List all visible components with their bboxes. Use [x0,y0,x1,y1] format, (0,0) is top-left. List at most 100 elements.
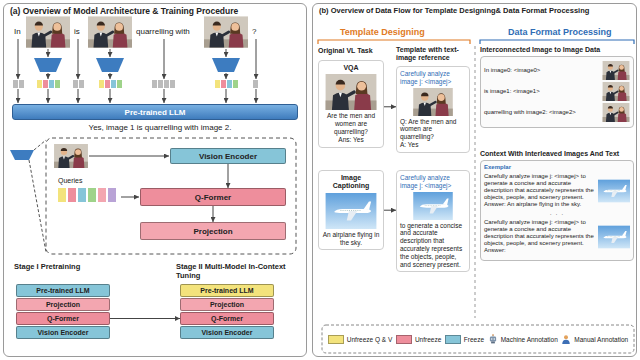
text-image-row: In image0: <image0> [484,61,630,80]
stage-layer: Q-Former [180,312,274,325]
template-card: Carefully analyze image j: <imagej> to ge… [396,170,470,272]
label: is [74,27,80,36]
panel: (b) Overview of Data Flow for Template D… [312,3,637,357]
task-card: Image CaptioningAn airplane flying in th… [318,170,384,250]
model-block: Projection [140,222,286,240]
photo [26,16,70,47]
legend-text: Freeze [464,336,484,343]
image-thumbnail [488,334,498,344]
node-text: Vision Encoder [199,152,257,161]
image-thumbnail [490,334,496,343]
image-thumbnail [603,61,630,80]
legend-text: Machine Annotation [501,336,558,343]
node-text: is image1: <image1> [484,88,599,95]
node-text: Projection [46,300,80,309]
legend-item: Unfreeze [396,335,441,344]
image-thumbnail [326,74,377,110]
node-text: Q-Former [195,193,231,202]
label: Original VL Task [318,47,388,55]
image-thumbnail [563,335,571,344]
node-text: Carefully analyze image j: <imagej> [400,174,466,190]
photo [204,16,248,47]
text-image-row: is image1: <image1> [484,82,630,101]
node-text: Q-Former [211,314,243,323]
node-text: Projection [193,227,232,236]
image-thumbnail [598,179,630,202]
connector-arrow [213,206,214,222]
node-text: Vision Encoder [202,328,253,337]
node-text: quarrelling with image2: <image2> [484,109,599,116]
stage-layer: Projection [180,298,274,311]
legend-item: Manual Annotation [561,334,628,344]
node-text: Context With Interleaved Images And Text [480,150,634,158]
text-image-row: Carefully analyze image j: <imagej> to g… [484,173,630,209]
stage-layer: Pre-trained LLM [16,284,110,297]
label: Stage II Multi-Model In-Context Tuning [176,263,298,280]
zoom-detail [29,138,296,254]
legend-text: Unfreeze Q & V [347,336,393,343]
image-thumbnail [598,225,630,248]
token-squares [13,80,258,88]
image-thumbnail [598,179,630,203]
section-brackets [318,40,634,353]
node-text: A: Yes [400,141,466,149]
node-text: Vision Encoder [38,328,89,337]
node-text: (b) Overview of Data Flow for Template D… [319,6,630,15]
image-thumbnail [561,334,571,344]
image-thumbnail [413,88,453,116]
legend-text: Manual Annotation [574,336,628,343]
llm-band: Pre-trained LLM [12,104,298,120]
data-section: Interconnected Image to Image Data In ima… [480,46,634,128]
node-text: to generate a concise and accurate descr… [400,222,466,269]
node-text: Pre-trained LLM [36,286,89,295]
image-thumbnail [603,82,630,101]
image-thumbnail [411,192,455,220]
content-box: In image0: <image0> is image1: <image1> qu… [480,56,634,128]
connector-arrow [384,106,396,107]
connector-arrow [110,318,180,319]
legend: Unfreeze Q & V Unfreeze Freeze Machine Anno… [326,328,630,350]
stage-layer: Pre-trained LLM [180,284,274,297]
label: Template with text-image reference [396,46,472,62]
model-block: Vision Encoder [170,148,286,164]
image-thumbnail [598,225,630,249]
stage-layer: Q-Former [16,312,110,325]
question-images [26,16,248,47]
text-image-row: Carefully analyze image j: <imagej> to g… [484,219,630,255]
node-text: Exemplar [484,164,630,171]
image-thumbnail [322,74,380,110]
panel: (a) Overview of Model Architecture & Tra… [3,3,307,357]
node-text: Interconnected Image to Image Data [480,46,634,54]
node-text: (a) Overview of Model Architecture & Tra… [10,6,300,17]
legend-swatch [396,335,412,344]
stage-layer: Vision Encoder [16,326,110,339]
legend-item: Machine Annotation [488,334,558,344]
image-thumbnail [411,88,455,116]
node-text: · · · [484,211,630,218]
label: Yes, image 1 is quarrelling with image 2… [55,123,265,132]
content-box: ExemplarCarefully analyze image j: <imag… [480,160,634,260]
label: Data Format Processing [508,27,612,37]
legend-item: Unfreeze Q & V [328,335,393,344]
photo [54,144,88,168]
image-thumbnail [602,103,630,122]
image-thumbnail [602,61,630,80]
label: quarrelling with [136,27,190,36]
node-text: Q: Are the men and women are quarrelling… [400,118,466,141]
label: In [14,27,21,36]
label: ? [252,27,256,36]
node-text: VQA [322,64,380,72]
stage-layer: Projection [16,298,110,311]
node-text: Are the men and women are quarrelling? [322,112,380,135]
label: Stage I Pretraining [14,263,109,272]
node-text: An airplane flying in the sky. [322,231,380,247]
node-text: Projection [210,300,244,309]
node-text: Pre-trained LLM [125,108,186,117]
legend-item: Freeze [445,335,484,344]
connector-arrow [228,164,229,188]
stage-layer: Vision Encoder [180,326,274,339]
model-block: Q-Former [140,188,286,206]
legend-text: Unfreeze [415,336,441,343]
label: Template Designing [340,27,425,37]
